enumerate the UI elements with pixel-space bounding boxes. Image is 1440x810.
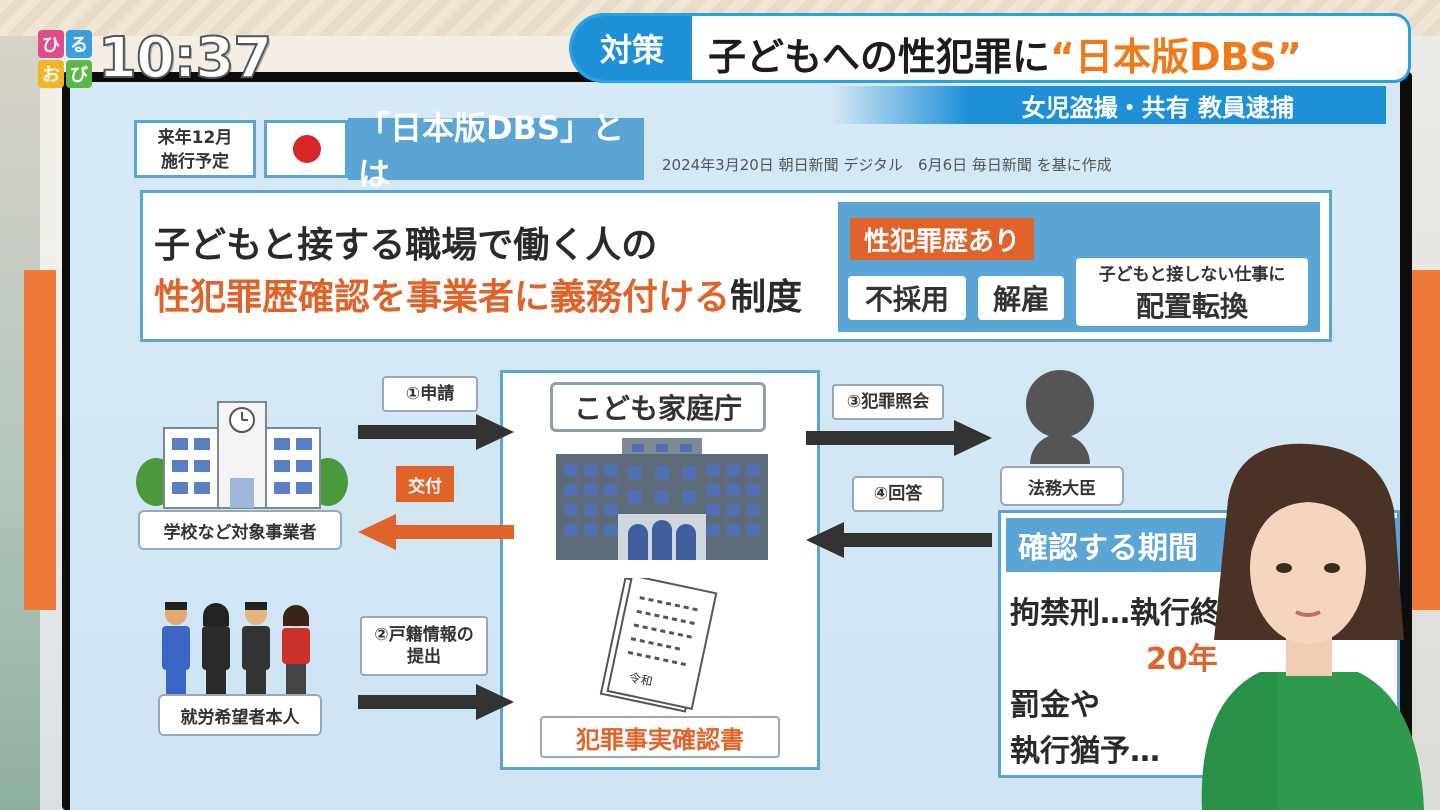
reassignment-note: 子どもと接しない仕事に <box>1098 264 1286 285</box>
period-line-fine: 罰金や <box>1010 688 1100 723</box>
headline-text: 子どもへの性犯罪に“日本版DBS” <box>708 26 1302 81</box>
date-badge-line1: 来年12月 <box>157 128 233 148</box>
logo-char-4: び <box>66 60 92 88</box>
presenter-figure <box>1201 443 1424 810</box>
headline-pill <box>572 16 1408 80</box>
criminal-history-tag: 性犯罪歴あり <box>850 218 1034 260</box>
definition-line2: 性犯罪歴確認を事業者に義務付ける制度 <box>154 268 802 320</box>
arrow-reply-icon <box>806 522 992 558</box>
japan-flag-icon <box>264 120 348 178</box>
source-credit: 2024年3月20日 朝日新聞 デジタル 6月6日 毎日新聞 を基に作成 <box>662 156 1112 174</box>
minister-caption: 法務大臣 <box>1000 466 1124 506</box>
step2-line2: 提出 <box>407 647 441 667</box>
applicant-caption: 就労希望者本人 <box>158 694 322 736</box>
reassignment-label: 配置転換 <box>1135 289 1248 323</box>
step2-line1: ②戸籍情報の <box>374 625 474 645</box>
agency-label: こども家庭庁 <box>550 382 766 432</box>
school-building-icon <box>136 401 348 509</box>
definition-highlight: 性犯罪歴確認を事業者に義務付ける <box>154 277 731 318</box>
arrow-issue-icon <box>358 514 514 550</box>
headline-prefix: 子どもへの性犯罪に <box>708 35 1051 79</box>
board-title: 「日本版DBS」とは <box>348 109 644 193</box>
news-headline: 対策 子どもへの性犯罪に“日本版DBS” <box>572 16 1408 80</box>
certificate-document-icon: 令和 <box>599 578 718 713</box>
certificate-label: 犯罪事実確認書 <box>540 716 780 758</box>
step-family-register: ②戸籍情報の 提出 <box>360 616 488 676</box>
period-line-years: 20年 <box>1146 642 1218 677</box>
job-applicants-icon <box>162 602 310 694</box>
document-era-text: 令和 <box>627 669 654 689</box>
result-dismissal: 解雇 <box>978 276 1064 320</box>
period-line-suspended: 執行猶予… <box>1010 734 1160 769</box>
news-subheadline: 女児盗撮・共有 教員逮捕 <box>830 86 1386 124</box>
logo-char-3: お <box>38 60 64 88</box>
result-rejection: 不採用 <box>848 276 966 320</box>
step-criminal-inquiry: ③犯罪照会 <box>832 384 944 420</box>
arrow-apply-icon <box>358 414 514 450</box>
logo-char-2: る <box>66 30 92 58</box>
program-logo: ひ る お び <box>38 30 92 88</box>
definition-suffix: 制度 <box>730 277 803 318</box>
period-line-imprisonment: 拘禁刑…執行終 <box>1010 596 1220 631</box>
step-application: ①申請 <box>382 376 478 412</box>
minister-silhouette-icon <box>1026 370 1094 464</box>
arrow-submit-icon <box>358 684 514 720</box>
arrow-inquiry-icon <box>806 420 992 456</box>
school-caption: 学校など対象事業者 <box>138 510 342 550</box>
broadcast-clock: 10:37 <box>97 25 273 92</box>
logo-char-1: ひ <box>38 30 64 58</box>
government-building-icon <box>556 438 768 560</box>
orange-panel-left <box>24 270 56 610</box>
definition-line1: 子どもと接する職場で働く人の <box>154 225 658 266</box>
step-reply: ④回答 <box>852 476 944 512</box>
issuance-tag: 交付 <box>396 466 454 502</box>
orange-panel-right <box>1412 270 1440 610</box>
headline-highlight: “日本版DBS” <box>1050 35 1302 79</box>
date-badge-line2: 施行予定 <box>161 152 229 172</box>
result-reassignment: 子どもと接しない仕事に 配置転換 <box>1076 258 1308 326</box>
implementation-date-badge: 来年12月 施行予定 <box>134 120 256 178</box>
headline-tag: 対策 <box>572 16 692 80</box>
